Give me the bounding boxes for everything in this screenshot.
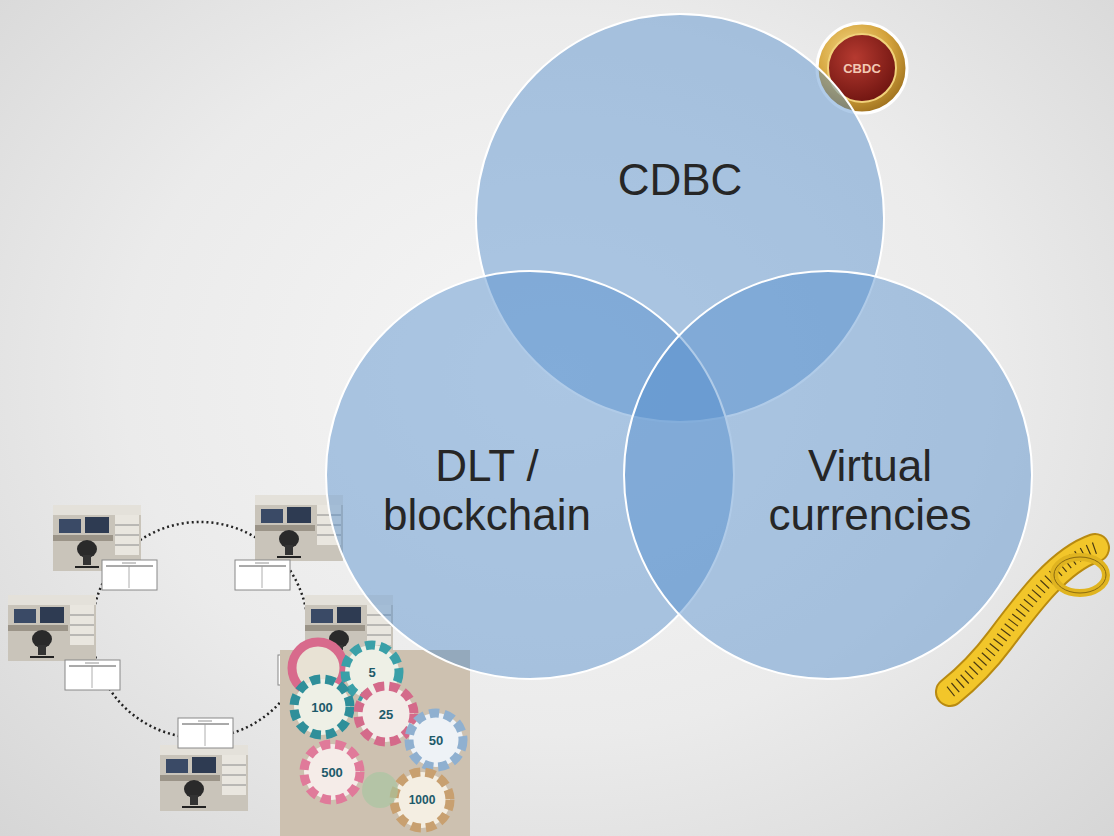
chip-value: 25 — [379, 707, 393, 722]
circle-label: Virtual currencies — [740, 441, 1000, 540]
ledger-sheet — [102, 560, 157, 590]
chip-value: 100 — [311, 700, 333, 715]
coin-label: CBDC — [843, 61, 881, 76]
ledger-sheet — [235, 560, 290, 590]
circle-text-box: DLT / blockchain — [357, 441, 617, 540]
ledger-sheet — [178, 718, 233, 748]
label-box: CBDC — [843, 61, 881, 76]
circle-shape — [624, 271, 1032, 679]
label-box: 5 — [368, 665, 375, 680]
label-box: 50 — [429, 733, 443, 748]
office-photo — [160, 745, 248, 811]
label-box: 500 — [321, 765, 343, 780]
circle-text-box: Virtual currencies — [740, 441, 1000, 540]
circle-text-box: CDBC — [530, 155, 830, 204]
office-photo — [8, 595, 96, 661]
chip-value: 500 — [321, 765, 343, 780]
circle-label: DLT / blockchain — [357, 441, 617, 540]
casino-chips — [280, 642, 470, 836]
label-box: 100 — [311, 700, 333, 715]
chip-value: 50 — [429, 733, 443, 748]
label-box: 1000 — [409, 793, 436, 807]
chip-value: 5 — [368, 665, 375, 680]
venn-circle: Virtual currencies — [623, 270, 1033, 680]
label-box: 25 — [379, 707, 393, 722]
ledger-sheet — [65, 660, 120, 690]
circle-label: CDBC — [530, 155, 830, 204]
chip-value: 1000 — [409, 793, 436, 807]
